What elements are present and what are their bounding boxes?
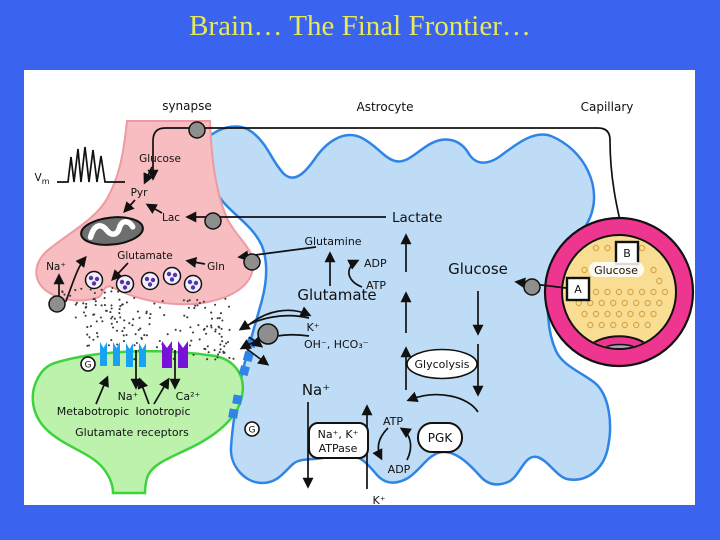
region-label-capillary: Capillary	[581, 100, 634, 114]
glycolysis-pathway: Glucose Glycolysis	[406, 260, 508, 397]
capillary-glucose-label: Glucose	[594, 264, 638, 277]
g-protein-label: G	[85, 361, 92, 371]
glut-transporter-a-box	[565, 276, 591, 302]
capillary-cross-section: A B Glucose	[514, 216, 695, 368]
lactate-label: Lactate	[392, 210, 442, 226]
astrocyte-glucose-label: Glucose	[448, 260, 508, 278]
astrocyte-g-protein-label: G	[249, 426, 256, 436]
postsynaptic-labels: Na⁺ Ca²⁺ Metabotropic Ionotropic Glutama…	[57, 350, 201, 439]
atpase-label-line2: ATPase	[319, 442, 358, 455]
transporter-a-label: A	[574, 283, 582, 296]
ionotropic-receptor-icon	[126, 343, 133, 367]
synaptic-vesicles	[84, 266, 203, 294]
transporter-b-label: B	[623, 247, 631, 260]
membrane-potential-trace: Vm	[35, 146, 125, 186]
atp-label: ATP	[383, 415, 403, 428]
atp-top-label: ATP	[366, 279, 386, 292]
astrocyte-k-label: K⁺	[306, 321, 319, 334]
synapse-glutamate-label: Glutamate	[117, 250, 173, 262]
region-label-synapse: synapse	[162, 99, 212, 113]
atpase-label-line1: Na⁺, K⁺	[318, 428, 359, 441]
presynaptic-terminal	[35, 120, 255, 306]
slide-title: Brain… The Final Frontier…	[189, 10, 531, 42]
mitochondrion-icon	[80, 216, 144, 246]
glutamate-receptors-caption: Glutamate receptors	[75, 426, 189, 439]
pgk-label: PGK	[428, 431, 454, 445]
astrocyte-anions-label: OH⁻, HCO₃⁻	[304, 338, 369, 351]
atpase-cluster: Na⁺ K⁺ Na⁺, K⁺ ATPase ATP ADP PGK	[302, 381, 479, 507]
astrocyte-g-protein-icon	[244, 421, 260, 437]
synapse-lac-label: Lac	[162, 212, 180, 224]
glycolysis-label: Glycolysis	[415, 358, 470, 371]
synapse-na-label: Na⁺	[46, 261, 66, 273]
lactate-shuttle: Lactate	[185, 210, 442, 390]
postsynaptic-ca-label: Ca²⁺	[176, 390, 201, 403]
astrocyte-na-label: Na⁺	[302, 381, 330, 399]
synapse-gln-label: Gln	[207, 261, 225, 273]
glutamate-receptor-channels: G	[80, 341, 188, 372]
glutamine-cycle: Glutamine ADP ATP Glutamate	[237, 235, 387, 304]
postsynaptic-dendrite	[31, 349, 245, 495]
k-bottom-label: K⁺	[372, 494, 385, 507]
metabotropic-label: Metabotropic	[57, 405, 129, 418]
region-label-astrocyte: Astrocyte	[357, 100, 414, 114]
glutamine-label: Glutamine	[304, 235, 361, 248]
nmda-receptor-icon	[162, 341, 172, 368]
vm-label: Vm	[35, 172, 50, 186]
postsynaptic-na-label: Na⁺	[118, 390, 139, 403]
ionotropic-label: Ionotropic	[135, 405, 190, 418]
astrocyte-glutamate-label: Glutamate	[297, 286, 376, 304]
synapse-pyr-label: Pyr	[131, 187, 149, 199]
adp-top-label: ADP	[364, 257, 387, 270]
membrane-transporter-dots	[48, 121, 541, 345]
g-protein-icon	[80, 356, 96, 372]
metabotropic-receptor-icon	[100, 342, 107, 366]
extracellular-boundary-line	[147, 127, 626, 242]
synapse-metabolism: Glucose Pyr Lac Glutamate Na⁺ Gln	[46, 153, 225, 303]
adp-label: ADP	[388, 463, 411, 476]
synapse-glucose-label: Glucose	[139, 153, 181, 165]
